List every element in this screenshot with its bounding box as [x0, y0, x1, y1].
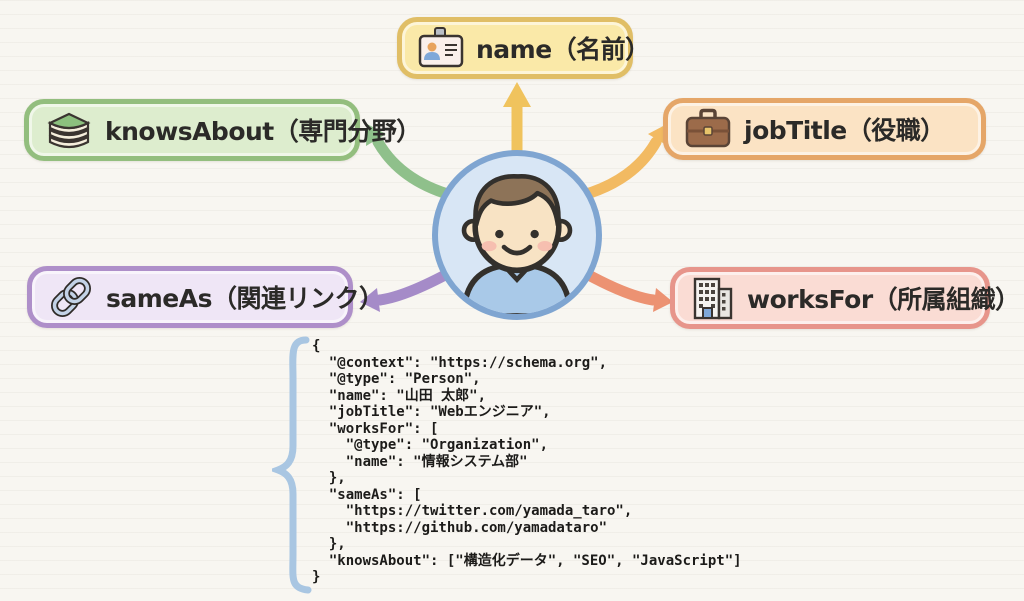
- briefcase-icon: [684, 108, 732, 150]
- node-name-label: name（名前）: [476, 35, 650, 64]
- id-card-icon: [418, 27, 464, 69]
- node-works-for-label: worksFor（所属組織）: [747, 285, 1020, 314]
- node-job-title: jobTitle（役職）: [663, 98, 986, 160]
- person-avatar: [432, 150, 602, 320]
- node-knows-about: knowsAbout（専門分野）: [24, 99, 421, 161]
- curly-brace-decoration: [272, 336, 312, 594]
- node-works-for: worksFor（所属組織）: [670, 267, 1020, 329]
- books-icon: [45, 108, 93, 152]
- node-same-as-label: sameAs（関連リンク）: [106, 284, 384, 313]
- node-same-as: sameAs（関連リンク）: [27, 266, 384, 328]
- arrow-to-name: [503, 82, 531, 158]
- node-job-title-label: jobTitle（役職）: [744, 116, 945, 145]
- building-icon: [691, 276, 735, 320]
- node-name: name（名前）: [397, 17, 650, 79]
- json-ld-code: { "@context": "https://schema.org", "@ty…: [312, 338, 742, 585]
- link-icon: [48, 274, 94, 320]
- node-knows-about-label: knowsAbout（専門分野）: [105, 117, 421, 146]
- person-avatar-drawing: [461, 174, 573, 314]
